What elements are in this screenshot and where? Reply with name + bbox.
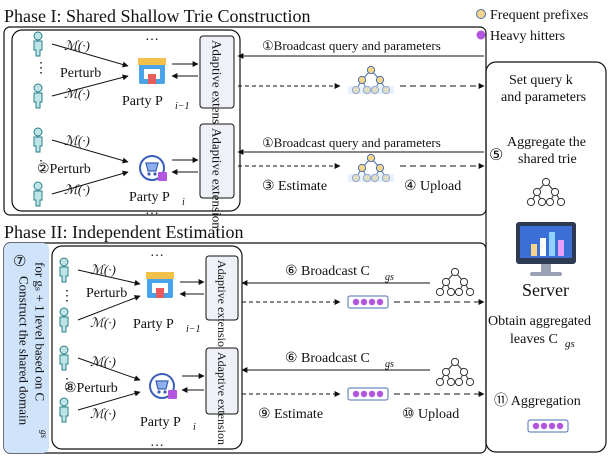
phase2-broadcast-sub-2: gs <box>385 359 394 370</box>
adaptive-extension-box <box>199 123 235 199</box>
phase1-upload: ④ Upload <box>404 179 461 194</box>
user-icon <box>59 345 69 371</box>
adaptive-extension-label: Adaptive extension <box>215 260 229 353</box>
phase2-parties-box <box>51 245 243 450</box>
adaptive-extension-box <box>205 255 239 321</box>
aggregated-trie-icon <box>435 357 475 387</box>
phase2-estimate: ⑨ Estimate <box>258 407 323 422</box>
phase1-vdots-top: ⋮ <box>34 61 48 76</box>
legend: Frequent prefixes Heavy hitters <box>476 8 588 44</box>
construct-num: ⑦ <box>13 254 26 270</box>
server-label: Server <box>522 280 569 300</box>
phase1-mechanism-low: ℳ(·) <box>64 182 90 197</box>
server-set-query: Set query k <box>509 73 573 88</box>
server-aggregation: ⑪ Aggregation <box>494 393 581 409</box>
phase1-broadcast-1: ①Broadcast query and parameters <box>262 38 441 53</box>
server-obtain-line2: leaves C <box>510 332 558 347</box>
server-aggregate-line1: Aggregate the <box>507 135 586 150</box>
server-aggregate-line2: shared trie <box>518 152 577 167</box>
adaptive-extension-box <box>199 35 235 109</box>
server-aggregate-num: ⑤ <box>489 147 503 164</box>
server-heavy-hitters-icon <box>527 419 569 433</box>
phase2-broadcast-1: ⑥ Broadcast C <box>285 264 370 279</box>
phase2-mechanism-low: ℳ(·) <box>90 406 116 421</box>
user-icon <box>33 127 43 153</box>
phase2-broadcast-sub-1: gs <box>385 272 394 283</box>
phase1-ellipsis-bottom: … <box>145 203 159 218</box>
phase2-vdots-top: ⋮ <box>60 289 74 304</box>
phase2-perturb: Perturb <box>86 286 127 301</box>
adaptive-extension-label: Adaptive extension <box>210 128 225 229</box>
phase1-mechanism-mid: ℳ(·) <box>64 133 90 148</box>
heavy-hitters-icon <box>347 387 389 401</box>
phase1-broadcast-2: ①Broadcast query and parameters <box>262 135 441 150</box>
server-obtain-line1: Obtain aggregated <box>488 314 591 329</box>
phase2-mechanism-top: ℳ(·) <box>90 262 116 277</box>
cart-icon <box>139 155 168 182</box>
user-icon <box>33 181 43 207</box>
phase2-mechanism-mid: ℳ(·) <box>90 354 116 369</box>
user-icon <box>33 31 43 57</box>
shop-icon <box>138 58 166 84</box>
construct-line1: Construct the shared domain <box>17 276 32 426</box>
phase1-parties-box <box>11 29 241 212</box>
server-and-params: and parameters <box>501 90 586 105</box>
construct-domain-panel <box>4 243 49 453</box>
user-icon <box>33 83 43 109</box>
phase2-ellipsis-top: … <box>150 245 164 260</box>
adaptive-extension-label: Adaptive extension <box>210 40 225 141</box>
heavy-hitters-icon <box>347 295 389 309</box>
phase2-vdots-bottom: ⋮ <box>60 377 74 392</box>
party-cur-sub: i <box>182 197 185 208</box>
party-cur-label: Party P <box>140 415 181 430</box>
party-prev-label: Party P <box>122 94 163 109</box>
phase2-ellipsis-bottom: … <box>150 435 164 450</box>
phase2-broadcast-2: ⑥ Broadcast C <box>285 351 370 366</box>
phase1-vdots-bottom: ⋮ <box>34 159 48 174</box>
construct-sub: gs <box>39 430 49 439</box>
aggregated-trie-icon <box>435 267 475 297</box>
phase1-frame <box>3 26 487 216</box>
party-prev-sub: i−1 <box>186 324 201 335</box>
user-icon <box>59 397 69 423</box>
user-icon <box>59 257 69 283</box>
construct-line2: for gₛ + 1 level based on C <box>33 262 48 401</box>
legend-heavy-hitters: Heavy hitters <box>490 29 565 44</box>
cart-icon <box>149 373 178 400</box>
phase1-ellipsis-top: … <box>145 29 159 44</box>
phase1-mechanism-bottom: ℳ(·) <box>64 86 90 101</box>
phase1-perturb-top: Perturb <box>60 66 101 81</box>
phase1-estimate: ③ Estimate <box>262 179 327 194</box>
phase2-mechanism-bottom: ℳ(·) <box>90 315 116 330</box>
adaptive-extension-box <box>205 347 239 415</box>
adaptive-extension-label: Adaptive extension <box>215 352 229 445</box>
party-prev-label: Party P <box>133 317 174 332</box>
legend-frequent-prefixes: Frequent prefixes <box>490 8 588 23</box>
phase1-title: Phase I: Shared Shallow Trie Constructio… <box>4 6 311 26</box>
server-obtain-sub: gs <box>565 338 575 350</box>
phase2-upload: ⑩ Upload <box>402 407 459 422</box>
user-icon <box>59 307 69 333</box>
phase1-perturb-numbered: ②Perturb <box>37 162 91 177</box>
heavy-hitter-legend-icon <box>476 30 486 40</box>
party-cur-label: Party P <box>129 190 170 205</box>
frequent-prefix-legend-icon <box>476 9 486 19</box>
server-monitor-icon <box>516 222 576 276</box>
shop-icon <box>146 272 174 298</box>
party-cur-sub: i <box>193 422 196 433</box>
phase2-title: Phase II: Independent Estimation <box>4 222 243 242</box>
party-prev-sub: i−1 <box>175 101 190 112</box>
phase2-perturb-numbered: ⑧Perturb <box>64 381 118 396</box>
